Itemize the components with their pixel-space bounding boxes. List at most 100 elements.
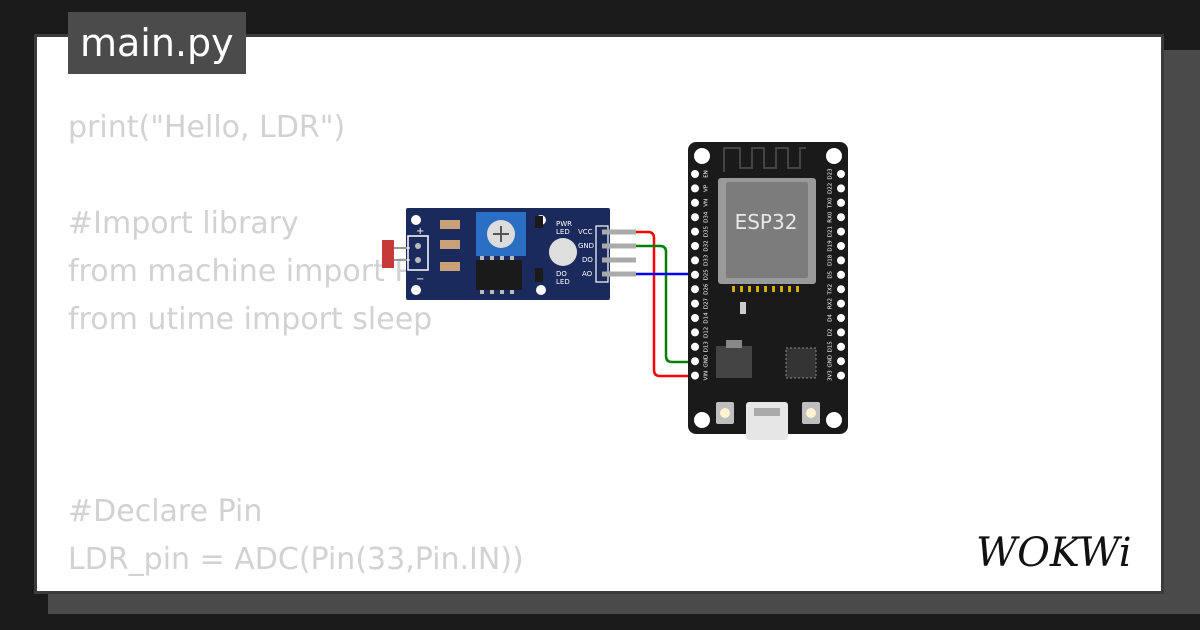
pin-holes	[691, 170, 845, 380]
module-pads	[732, 286, 799, 292]
code-line: from utime import sleep	[68, 302, 433, 337]
pin-label: TX0	[828, 197, 834, 209]
pin-hole[interactable]	[837, 328, 845, 337]
pin-label: D33	[704, 254, 710, 266]
pin-label: D19	[828, 240, 834, 252]
pin-hole[interactable]	[691, 227, 699, 236]
ldr-sensor-module[interactable]: + − PWR LED DO LED VCC GND DO AO	[382, 208, 636, 300]
pin-label: D21	[828, 226, 834, 237]
pin-hole[interactable]	[691, 170, 699, 178]
pin-hole[interactable]	[837, 314, 845, 322]
pin-hole[interactable]	[691, 371, 699, 380]
pin-label: D12	[704, 327, 710, 338]
pin-hole[interactable]	[691, 242, 699, 250]
plus-label: +	[416, 226, 424, 237]
resistor	[440, 240, 460, 249]
pin-hole[interactable]	[837, 299, 845, 308]
pin-hole[interactable]	[691, 342, 699, 351]
pin-hole[interactable]	[691, 256, 699, 265]
pin-hole[interactable]	[691, 184, 699, 193]
pin-hole[interactable]	[837, 285, 845, 294]
code-line: #Import library	[68, 206, 299, 241]
pin-hole[interactable]	[837, 213, 845, 222]
pin-label: D4	[828, 314, 834, 322]
antenna	[723, 147, 806, 172]
mount-hole	[536, 285, 546, 295]
pin-label: D34	[704, 211, 710, 223]
pin-label: D2	[828, 329, 834, 337]
pin-label: GND	[704, 355, 710, 368]
pin-hole[interactable]	[691, 357, 699, 366]
wire-gnd	[636, 244, 700, 364]
comparator-chip	[476, 260, 522, 290]
pin-hole[interactable]	[691, 213, 699, 222]
pin-hole[interactable]	[691, 314, 699, 322]
pin-hole[interactable]	[837, 342, 845, 351]
pin-label: D13	[704, 341, 710, 353]
pin-hole[interactable]	[837, 198, 845, 207]
pin-label: GND	[828, 355, 834, 368]
pin-label-do: DO	[582, 256, 593, 264]
pin-label: TX2	[828, 284, 834, 296]
pin-hole[interactable]	[691, 285, 699, 294]
pin-label: EN	[704, 170, 710, 178]
pin-hole[interactable]	[837, 357, 845, 366]
pin-hole[interactable]	[691, 198, 699, 207]
pin-label-gnd: GND	[578, 242, 594, 250]
mount-hole	[411, 285, 421, 295]
minus-label: −	[416, 274, 424, 285]
code-line: LDR_pin = ADC(Pin(33,Pin.IN))	[68, 542, 524, 577]
pin-hole[interactable]	[691, 299, 699, 308]
sensor-header	[595, 225, 609, 283]
pin-label: D22	[828, 183, 834, 194]
pin-label: RX0	[828, 211, 834, 223]
pin-label-ao: AO	[582, 270, 593, 278]
voltage-regulator	[716, 346, 752, 378]
pin-label: D23	[828, 168, 834, 180]
pin-label: D26	[704, 283, 710, 295]
pin-label: D14	[704, 312, 710, 324]
pin-label-vcc: VCC	[578, 228, 593, 236]
pin-hole[interactable]	[837, 242, 845, 250]
pin-hole[interactable]	[691, 270, 699, 279]
pin-label: D27	[704, 297, 710, 309]
pin-hole[interactable]	[837, 227, 845, 236]
pin-hole[interactable]	[691, 328, 699, 337]
pwr-label: PWR	[556, 220, 572, 228]
wire-vcc	[636, 230, 700, 378]
pin-hole[interactable]	[837, 270, 845, 279]
mount-hole	[411, 215, 421, 225]
photoresistor	[382, 240, 394, 268]
pin-label: D35	[704, 225, 710, 237]
resistor	[440, 220, 460, 229]
pin-label: VP	[704, 184, 710, 192]
do-label: DO	[556, 270, 567, 278]
pin-label: D32	[704, 240, 710, 251]
code-line: #Declare Pin	[68, 494, 263, 529]
file-tab[interactable]: main.py	[68, 12, 246, 74]
pin-label: D18	[828, 254, 834, 266]
pin-label: D25	[704, 269, 710, 281]
ldr-header	[407, 235, 429, 271]
pin-hole[interactable]	[837, 184, 845, 193]
preview-card	[34, 34, 1164, 594]
led-indicator	[549, 238, 577, 266]
pin-hole[interactable]	[837, 256, 845, 265]
logo-text: WOKWi	[976, 530, 1132, 576]
pin-label: VN	[704, 199, 710, 207]
esp32-board[interactable]: ESP32 ENVPVND34D35D32D33D25D26D27D14D12D…	[688, 142, 848, 440]
wokwi-logo: WOKWi	[976, 530, 1132, 576]
pin-label: D5	[828, 270, 834, 278]
do-led-label: LED	[556, 278, 570, 286]
pin-hole[interactable]	[837, 371, 845, 380]
pwr-led-label: LED	[556, 228, 570, 236]
pin-label: D15	[828, 341, 834, 353]
usb-port	[746, 402, 788, 440]
pin-label: VIN	[704, 371, 710, 381]
pin-label: 3V3	[828, 370, 834, 381]
esp32-label: ESP32	[735, 210, 798, 234]
pin-hole[interactable]	[837, 170, 845, 178]
pin-label: RX2	[828, 298, 834, 309]
